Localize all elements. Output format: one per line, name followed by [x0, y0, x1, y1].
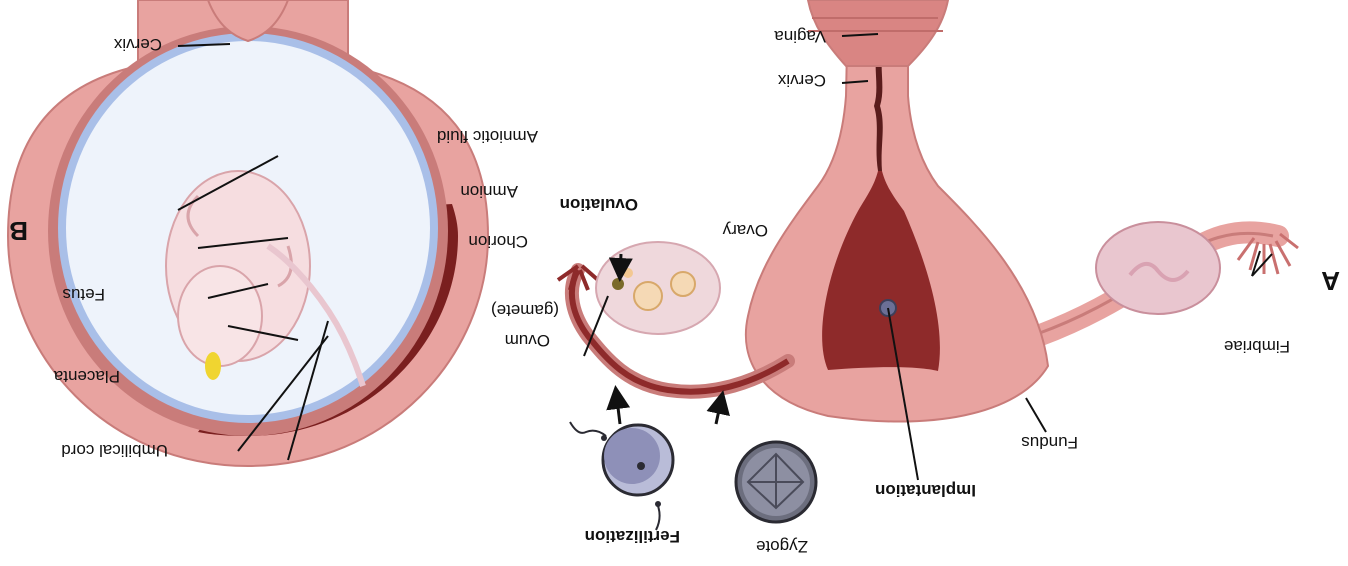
panel-b-drawing: [8, 0, 488, 466]
label-ovum: Ovum: [505, 330, 550, 350]
label-amniotic-fluid: Amniotic fluid: [437, 126, 538, 146]
fertilization-cell: [570, 422, 673, 530]
label-ovulation: Ovulation: [560, 194, 638, 214]
label-ovary: Ovary: [723, 220, 768, 240]
label-implantation: Implantation: [875, 480, 976, 500]
label-placenta: Placenta: [54, 366, 120, 386]
label-fertilization: Fertilization: [585, 526, 680, 546]
label-vagina: Vagina: [774, 26, 826, 46]
label-cervix-a: Cervix: [778, 70, 826, 90]
label-chorion: Chorion: [468, 231, 528, 251]
panel-a-label: A: [1321, 265, 1340, 296]
label-fimbriae: Fimbriae: [1224, 336, 1290, 356]
vagina: [808, 0, 948, 66]
label-umbilical-cord: Umbilical cord: [61, 440, 168, 460]
label-cervix-b: Cervix: [114, 34, 162, 54]
ovum-dot: [612, 278, 624, 290]
panel-b-label: B: [9, 215, 28, 246]
zygote-cell: [736, 442, 816, 522]
yolk-sac: [205, 352, 221, 380]
label-zygote: Zygote: [756, 536, 808, 556]
label-fundus: Fundus: [1021, 432, 1078, 452]
panel-a-drawing: [558, 0, 1298, 530]
label-gamete: (gamete): [491, 300, 559, 320]
label-amnion: Amnion: [460, 181, 518, 201]
label-fetus: Fetus: [62, 284, 105, 304]
